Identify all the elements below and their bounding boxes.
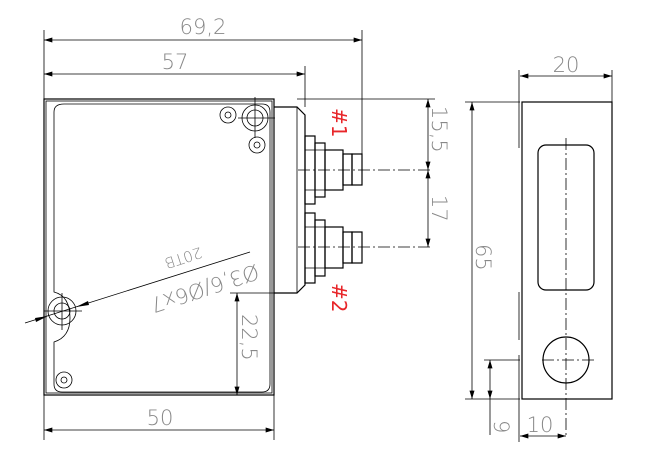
dim-hole-note: 20TB	[163, 243, 205, 272]
dim-body-plate: 57	[162, 50, 189, 74]
dim-body-width: 50	[147, 406, 174, 430]
dim-depth: 20	[553, 53, 580, 77]
dim-height: 65	[471, 244, 495, 271]
housing-outline	[43, 98, 275, 396]
connector-plate	[274, 106, 306, 294]
connector-1-label: #1	[327, 108, 351, 137]
mounting-hole-top	[238, 97, 275, 138]
screw-icon	[219, 106, 237, 124]
front-view: #1 #2	[43, 97, 432, 396]
housing-inner	[53, 103, 271, 393]
dim-hole-side: 10	[527, 413, 554, 437]
dim-overall-width: 69,2	[180, 15, 227, 39]
screw-icon	[248, 136, 266, 154]
front-dimensions: 69,2 57 50 15,5 17 22,5 Ø3,6/Ø6x7 20TB	[24, 15, 451, 440]
connector-2-label: #2	[327, 283, 351, 312]
mounting-hole-bottom	[44, 293, 82, 330]
dim-connector1-offset: 15,5	[427, 106, 451, 153]
dim-hole-spec: Ø3,6/Ø6x7	[147, 259, 262, 317]
side-dimensions: 20 65 9 10	[465, 53, 613, 442]
side-view	[518, 101, 613, 438]
screw-icon	[55, 371, 73, 389]
connector-2	[304, 212, 363, 284]
dim-connector-pitch: 17	[427, 195, 451, 222]
dim-hole-bottom: 9	[489, 420, 513, 433]
dim-hole-offset: 22,5	[237, 314, 261, 361]
side-outline	[521, 101, 613, 400]
